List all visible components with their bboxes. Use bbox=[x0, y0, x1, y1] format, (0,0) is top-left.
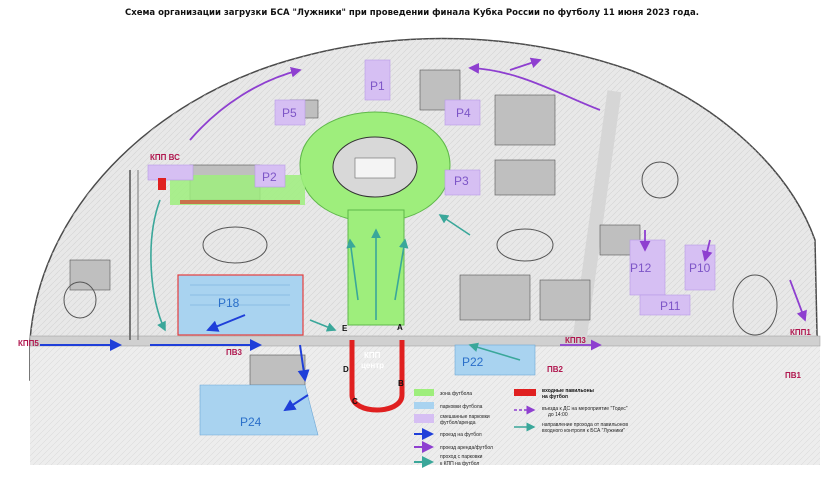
legend-entry-1: въезда к ДС на мероприятие "Тодес" bbox=[542, 406, 628, 412]
parking-label-p2: P2 bbox=[262, 170, 277, 184]
entrance-pavilion-vs bbox=[158, 178, 166, 190]
legend-pass-football: проезд на футбол bbox=[440, 432, 482, 438]
gate-c: C bbox=[352, 397, 358, 406]
legend-mixed-2: футбол/аренда bbox=[440, 420, 476, 426]
checkpoint-kpp1: КПП1 bbox=[790, 328, 811, 337]
legend-pass-rent: проезд аренда/футбол bbox=[440, 445, 493, 451]
parking-label-p11: P11 bbox=[660, 299, 681, 313]
checkpoint-kpp-center-1: КПП bbox=[364, 351, 381, 360]
legend-swatch-mixed bbox=[414, 414, 434, 423]
parking-p22-area bbox=[454, 344, 536, 376]
parking-label-p4: P4 bbox=[456, 106, 471, 120]
legend-zone-football: зона футбола bbox=[440, 391, 472, 397]
checkpoint-kpp-vs: КПП ВС bbox=[150, 153, 180, 162]
routes-walk bbox=[150, 199, 521, 361]
legend-swatch-parking bbox=[414, 402, 434, 409]
checkpoint-pv1: ПВ1 bbox=[785, 371, 802, 380]
parking-label-p18: P18 bbox=[218, 296, 240, 310]
entrance-pavilion-center bbox=[349, 340, 405, 413]
parking-p24-area bbox=[199, 384, 319, 436]
legend-pavilions-2: на футбол bbox=[542, 393, 568, 400]
legend-swatch-pavilions bbox=[514, 389, 536, 396]
checkpoint-kpp-center-2: центр bbox=[361, 361, 384, 370]
legend-dir-2: входного контроля к БСА "Лужники" bbox=[542, 428, 625, 434]
checkpoint-kpp5: КПП5 bbox=[18, 339, 39, 348]
legend-walk-1: проход с парковки bbox=[440, 454, 483, 460]
parking-label-p5: P5 bbox=[282, 106, 297, 120]
gate-b: B bbox=[398, 379, 404, 388]
checkpoint-pv2: ПВ2 bbox=[547, 365, 564, 374]
routes-football bbox=[40, 314, 310, 412]
parking-label-p1: P1 bbox=[370, 79, 385, 93]
legend-dir-1: направление прохода от павильонов bbox=[542, 422, 628, 428]
legend-mixed-1: смешанные парковки bbox=[440, 414, 490, 420]
main-road bbox=[29, 335, 821, 347]
gate-e: E bbox=[342, 324, 348, 333]
legend-entry-2: до 14:00 bbox=[548, 412, 568, 418]
parking-label-p3: P3 bbox=[454, 174, 469, 188]
map-title: Схема организации загрузки БСА "Лужники"… bbox=[124, 8, 700, 18]
parking-label-p10: P10 bbox=[689, 261, 711, 275]
parking-label-p24: P24 bbox=[240, 415, 262, 429]
checkpoint-pv3: ПВ3 bbox=[226, 348, 243, 357]
gate-a: A bbox=[397, 323, 403, 332]
parking-label-p12: P12 bbox=[630, 261, 652, 275]
legend-parking-football: парковки футбола bbox=[440, 404, 483, 410]
legend-walk-2: к КПП на футбол bbox=[440, 461, 479, 467]
parking-label-p22: P22 bbox=[462, 355, 484, 369]
routes-rent-football bbox=[189, 57, 807, 351]
gate-d: D bbox=[343, 365, 349, 374]
legend: зона футбола парковки футбола смешанные … bbox=[414, 388, 628, 468]
checkpoint-kpp3: КПП3 bbox=[565, 336, 586, 345]
legend-pavilions-1: входные павильоны bbox=[542, 388, 594, 394]
legend-swatch-zone bbox=[414, 389, 434, 396]
